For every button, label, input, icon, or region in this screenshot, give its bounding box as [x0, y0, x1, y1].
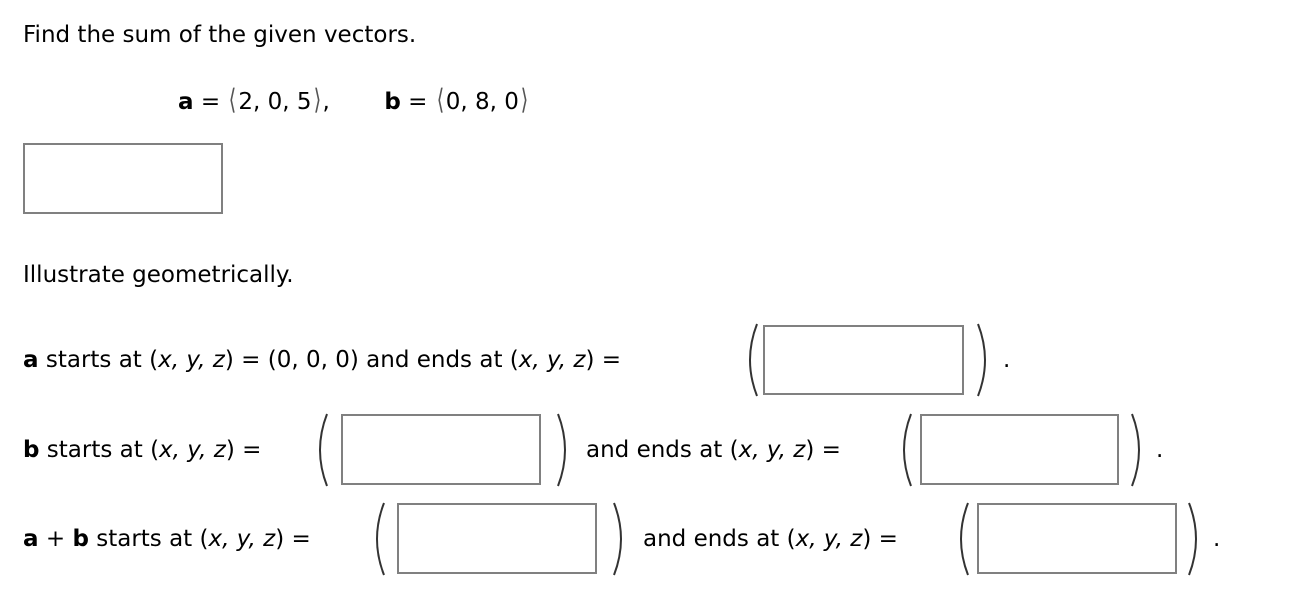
right-paren-icon — [1184, 501, 1206, 577]
coords-label: x, y, z — [159, 437, 226, 463]
vector-a-label: a — [23, 347, 39, 373]
coords-label: x, y, z — [795, 526, 863, 552]
left-paren-icon — [367, 501, 389, 577]
equals: ) = — [862, 526, 898, 552]
sum-answer-input[interactable] — [23, 143, 223, 214]
starts-at-text: starts at ( — [88, 526, 209, 552]
equals: ) = — [585, 347, 622, 373]
row-b-end-text: and ends at (x, y, z) = — [586, 436, 841, 464]
b-end-point-input[interactable] — [920, 414, 1119, 485]
left-angle-bracket: ⟨ — [436, 83, 445, 116]
period: . — [1003, 347, 1011, 373]
left-paren-icon — [951, 501, 973, 577]
b-start-point-input[interactable] — [341, 414, 541, 485]
row-ab-end-text: and ends at (x, y, z) = — [643, 525, 898, 553]
vector-a-value: 2, 0, 5 — [238, 89, 312, 115]
vector-b-label: b — [23, 437, 40, 463]
vector-a-label: a — [178, 89, 194, 115]
and-ends-at-text: and ends at ( — [643, 526, 796, 552]
and-ends-at-text: and ends at ( — [586, 437, 739, 463]
period: . — [1156, 437, 1164, 463]
vector-a-label: a — [23, 526, 39, 552]
coords-label: x, y, z — [208, 526, 276, 552]
equals: ) = — [805, 437, 841, 463]
vector-b-label: b — [384, 89, 401, 115]
right-paren-icon — [609, 501, 631, 577]
row-b-start-text: b starts at (x, y, z) = — [23, 436, 261, 464]
starts-at-text: starts at ( — [39, 437, 160, 463]
start-point-text: ) = (0, 0, 0) and ends at ( — [224, 347, 519, 373]
separator: , — [322, 89, 330, 115]
right-paren-icon — [973, 322, 995, 398]
coords-label: x, y, z — [158, 347, 225, 373]
period: . — [1213, 526, 1221, 552]
question-prompt: Find the sum of the given vectors. — [23, 22, 417, 48]
right-angle-bracket: ⟩ — [313, 83, 321, 116]
left-angle-bracket: ⟨ — [229, 83, 237, 116]
right-angle-bracket: ⟩ — [520, 83, 529, 116]
ab-end-point-input[interactable] — [977, 503, 1177, 574]
ab-start-point-input[interactable] — [397, 503, 597, 574]
a-end-point-input[interactable] — [763, 325, 964, 395]
vector-b-label: b — [72, 526, 89, 552]
equals: ) = — [225, 437, 262, 463]
left-paren-icon — [740, 322, 762, 398]
equals: ) = — [275, 526, 311, 552]
row-ab-start-text: a + b starts at (x, y, z) = — [23, 525, 311, 553]
starts-at-text: starts at ( — [38, 347, 159, 373]
left-paren-icon — [310, 412, 332, 488]
equals: = — [400, 89, 435, 115]
left-paren-icon — [894, 412, 916, 488]
equals: = — [193, 89, 228, 115]
plus-sign: + — [38, 526, 73, 552]
coords-label: x, y, z — [738, 437, 806, 463]
vector-b-value: 0, 8, 0 — [445, 89, 519, 115]
right-paren-icon — [553, 412, 575, 488]
right-paren-icon — [1127, 412, 1149, 488]
given-vectors: a = ⟨2, 0, 5⟩, b = ⟨0, 8, 0⟩ — [178, 86, 530, 116]
row-a-text: a starts at (x, y, z) = (0, 0, 0) and en… — [23, 346, 621, 374]
coords-label: x, y, z — [518, 347, 586, 373]
illustrate-heading: Illustrate geometrically. — [23, 262, 294, 288]
